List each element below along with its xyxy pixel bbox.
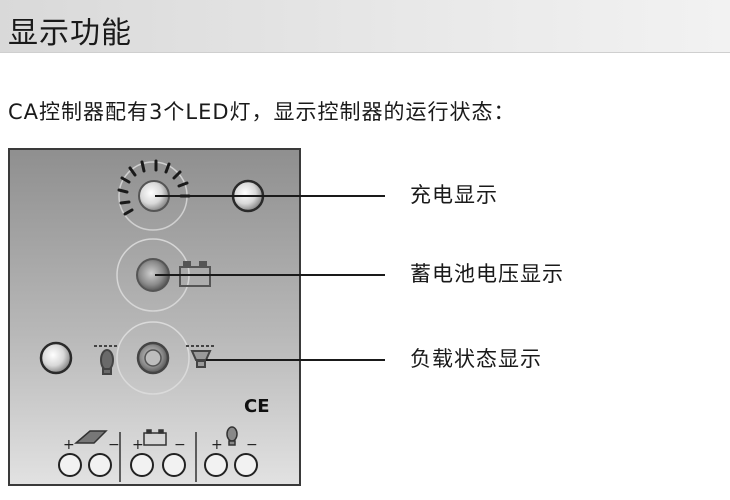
ce-mark: CE [244,396,270,417]
controller-panel: CE + − + − + − [8,148,301,486]
callout-charging-display: 充电显示 [410,183,498,207]
solar-minus-label: − [108,437,120,453]
terminal-screw [88,453,112,477]
indicator-led-left [39,341,73,375]
terminal-screw [130,453,154,477]
intro-text: CA控制器配有3个LED灯，显示控制器的运行状态： [8,100,516,124]
bulb-off-icon [94,345,118,375]
terminal-screws [58,453,258,477]
terminal-screw [58,453,82,477]
solar-panel-icon [73,430,108,444]
battery-minus-label: − [174,437,186,453]
battery-terminal-icon [143,429,167,446]
load-plus-label: + [211,437,223,453]
solar-plus-label: + [63,437,75,453]
section-title: 显示功能 [8,16,132,51]
battery-icon [179,261,211,287]
callout-battery-voltage-display: 蓄电池电压显示 [410,262,564,286]
load-minus-label: − [246,437,258,453]
terminal-screw [234,453,258,477]
section-header: 显示功能 [0,0,730,53]
load-led [94,321,216,395]
load-terminal-icon [226,426,238,446]
terminal-screw [204,453,228,477]
battery-plus-label: + [132,437,144,453]
terminal-screw [162,453,186,477]
callout-load-status-display: 负载状态显示 [410,347,542,371]
charging-led [117,159,191,231]
